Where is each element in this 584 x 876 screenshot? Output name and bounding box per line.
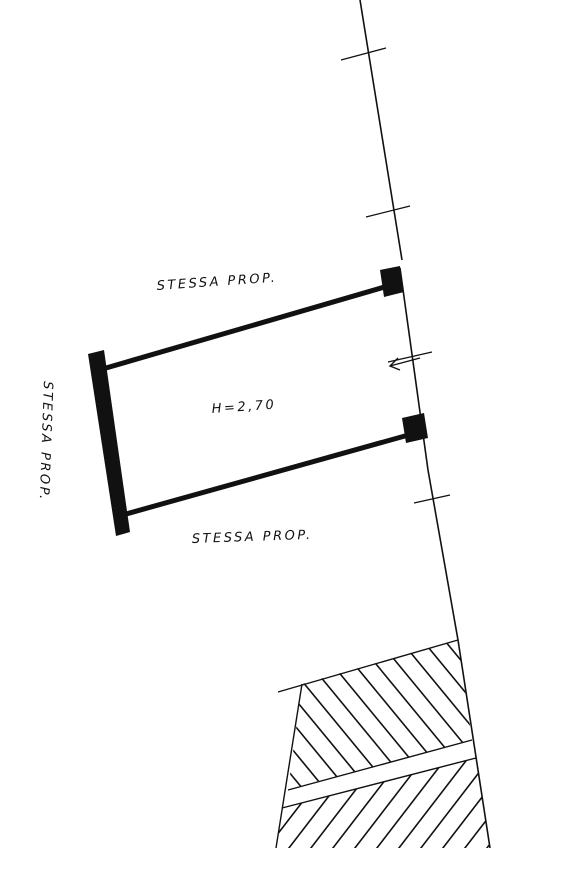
hatched-building-top-edge xyxy=(277,639,459,693)
tick-mark xyxy=(413,494,451,504)
hatched-building-band-bottom xyxy=(281,757,477,809)
hatched-building-left-edge xyxy=(275,683,303,849)
bottom-neighbor-label: STESSA PROP. xyxy=(192,528,313,547)
height-label: H=2,70 xyxy=(211,398,277,417)
hatch-pattern-lower xyxy=(276,758,490,848)
left-neighbor-label: STESSA PROP. xyxy=(36,381,55,502)
top-wall xyxy=(105,283,389,371)
tick-mark xyxy=(340,47,387,61)
room-walls xyxy=(88,266,428,536)
bottom-right-post xyxy=(402,413,428,443)
arrow-left-icon xyxy=(388,357,421,371)
top-right-post xyxy=(380,266,404,297)
hatched-building-band-top xyxy=(287,739,473,791)
hatched-building xyxy=(275,639,490,849)
bottom-wall xyxy=(125,431,413,517)
boundary-tick-marks xyxy=(340,47,451,504)
left-wall xyxy=(88,350,130,536)
top-neighbor-label: STESSA PROP. xyxy=(156,271,278,294)
hatch-pattern-upper xyxy=(288,640,472,790)
tick-mark xyxy=(365,205,411,218)
